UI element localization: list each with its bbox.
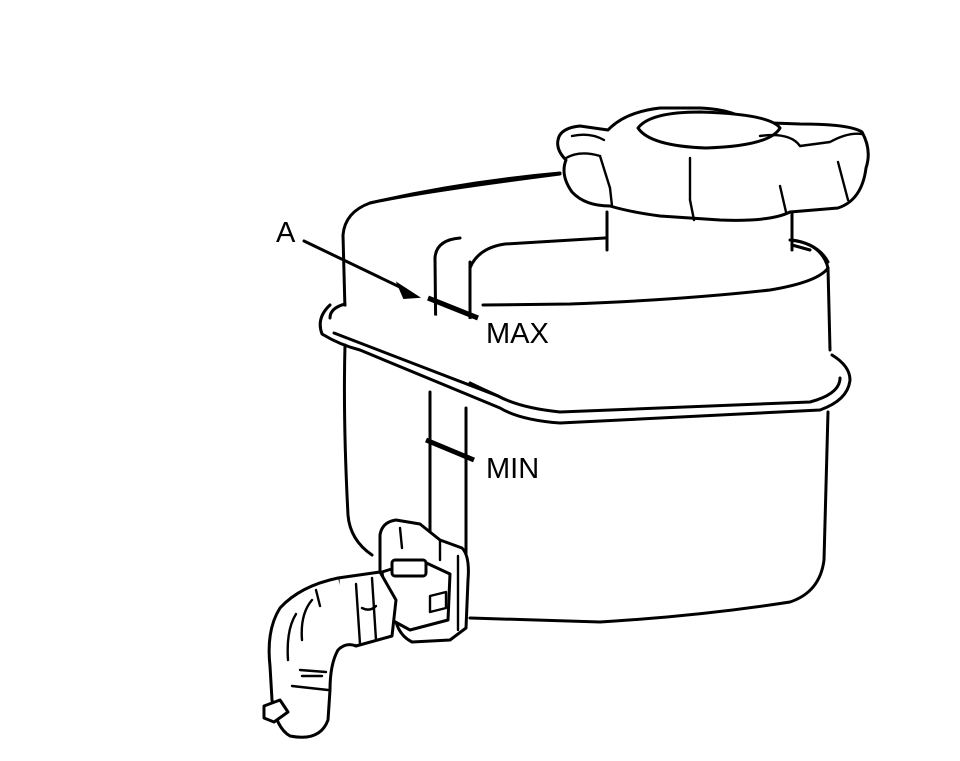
min-label: MIN (486, 453, 539, 485)
outlet-connector (336, 518, 470, 648)
reservoir-lower-body (342, 343, 830, 624)
pointer-arrow (302, 239, 422, 300)
max-tick-mark (427, 295, 479, 321)
reservoir-flange (318, 266, 852, 425)
reservoir-cap (556, 106, 870, 252)
min-tick-mark (425, 437, 475, 463)
pointer-label-a: A (276, 217, 296, 249)
outlet-hose (262, 576, 358, 739)
max-label: MAX (486, 318, 549, 350)
